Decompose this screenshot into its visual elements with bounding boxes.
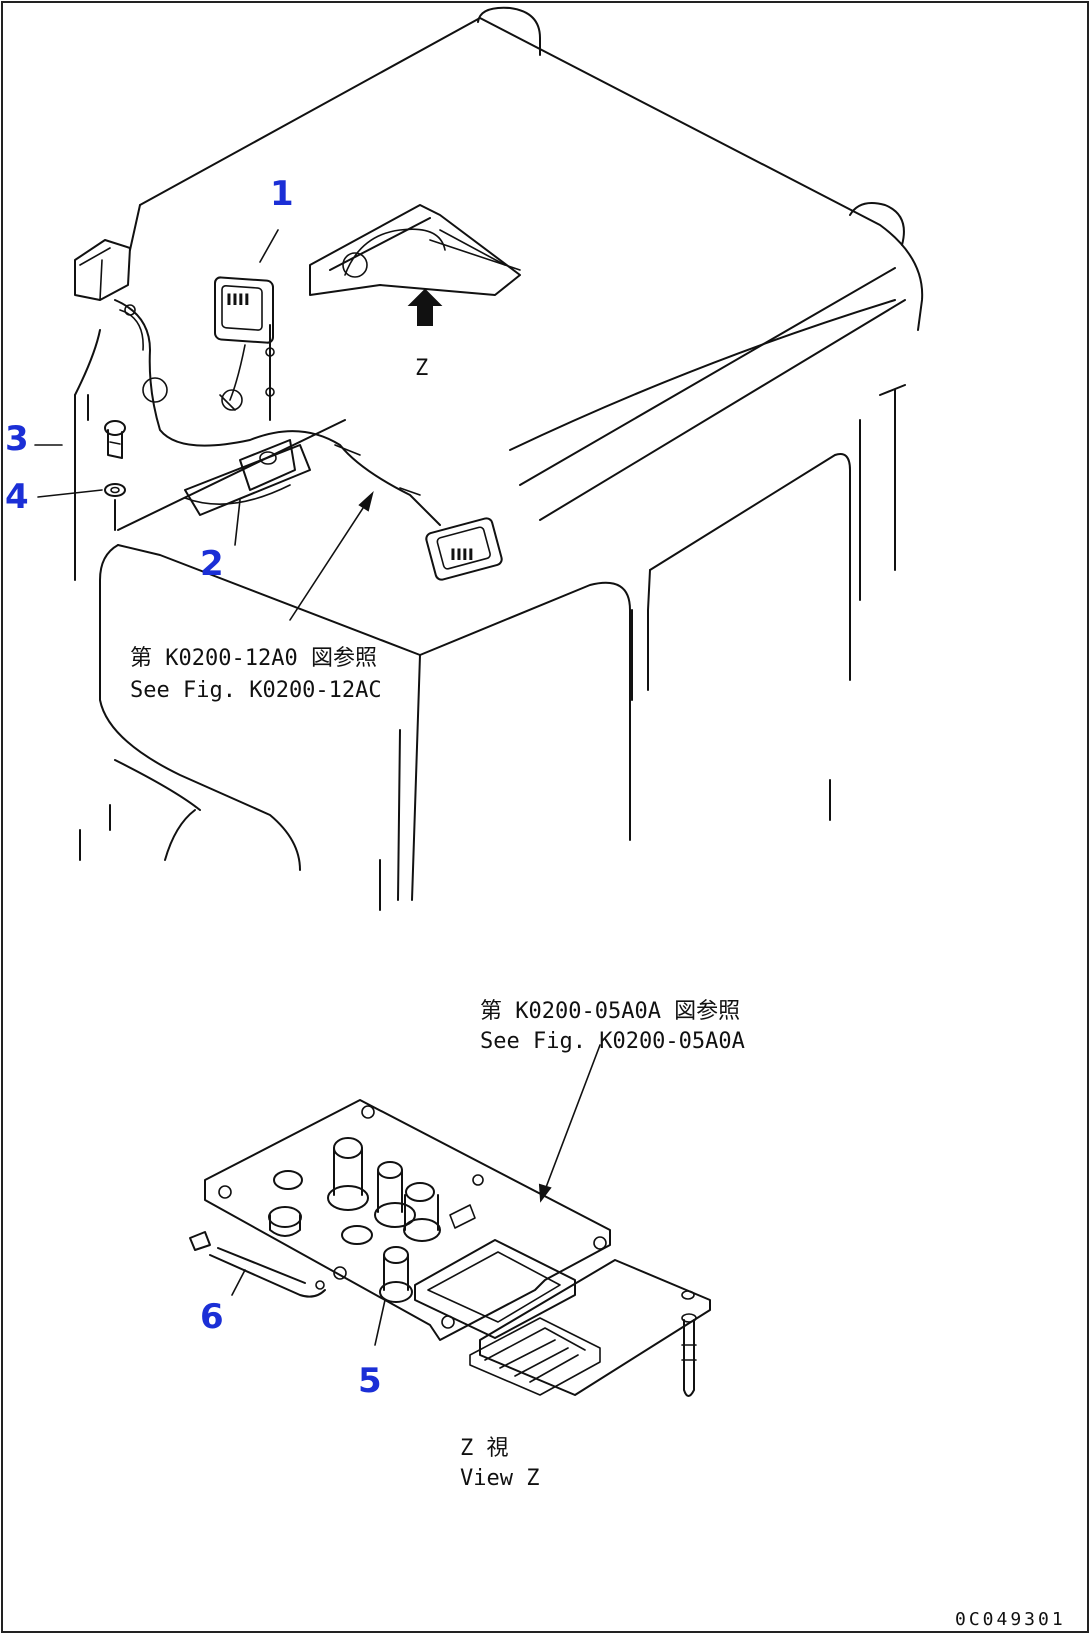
bracket-2 (184, 439, 311, 516)
switch-5 (379, 1246, 413, 1303)
reference-leader-upper (289, 491, 374, 621)
callout-2: 2 (200, 544, 224, 584)
harness-6 (189, 1231, 347, 1298)
view-z-title-jp: Z 視 (460, 1436, 509, 1461)
rear-lamp (74, 239, 131, 301)
drawing-code: 0C049301 (955, 1609, 1066, 1630)
callout-3: 3 (5, 419, 29, 459)
reference-note-lower-jp: 第 K0200-05A0A 図参照 (480, 999, 740, 1024)
bolt-3 (104, 420, 126, 459)
reference-note-upper-en: See Fig. K0200-12AC (130, 678, 382, 703)
working-lamp-2: IIII (425, 517, 503, 581)
washer-4 (104, 483, 126, 497)
callout-5: 5 (358, 1361, 382, 1401)
callout-6: 6 (200, 1297, 224, 1337)
svg-text:IIII: IIII (450, 545, 474, 564)
working-lamp-1: IIII (214, 276, 275, 421)
view-z-title-en: View Z (460, 1466, 539, 1491)
cab-body (74, 6, 924, 911)
callout-leaders (34, 229, 601, 1346)
view-z-arrow: Z (407, 288, 443, 381)
callout-1: 1 (270, 174, 294, 214)
reference-note-upper-jp: 第 K0200-12A0 図参照 (130, 646, 377, 671)
roof-mount (309, 204, 521, 296)
view-z-arrow-label: Z (415, 356, 428, 381)
valve-bosses (268, 1137, 476, 1245)
reference-note-lower-en: See Fig. K0200-05A0A (480, 1029, 745, 1054)
callout-4: 4 (5, 477, 29, 517)
svg-text:IIII: IIII (226, 290, 250, 309)
wiring-harness (114, 299, 441, 526)
view-z-base-plate (204, 1099, 711, 1397)
